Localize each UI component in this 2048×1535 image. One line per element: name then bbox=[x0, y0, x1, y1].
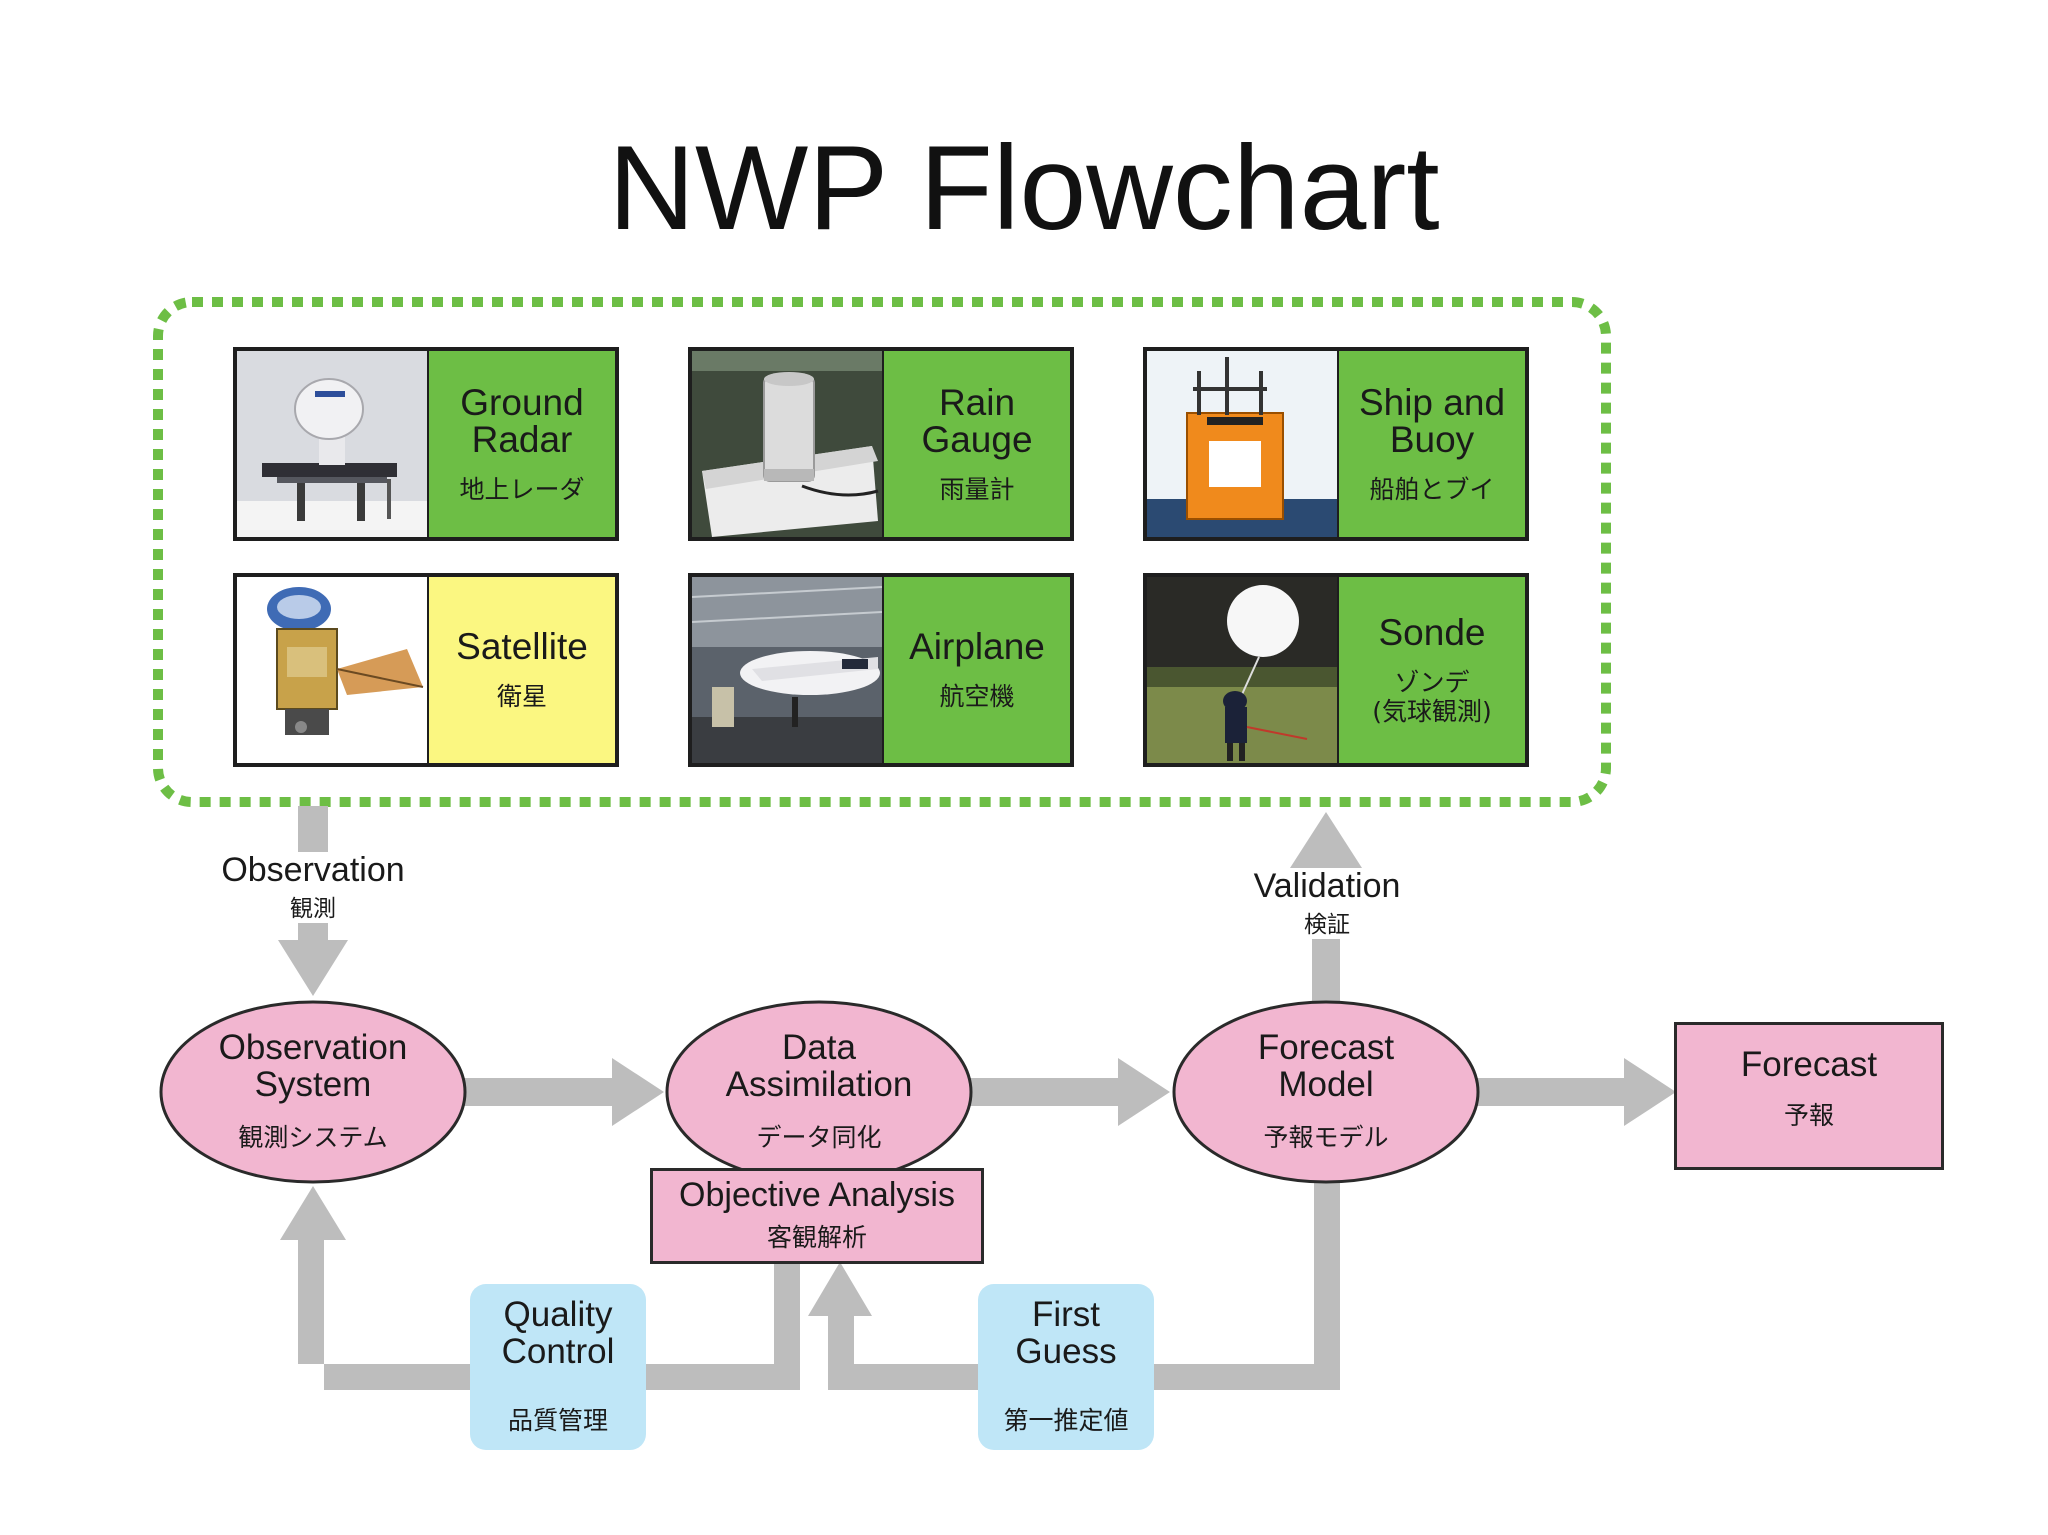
source-card-ship-buoy: Ship and Buoy 船舶とブイ bbox=[1143, 347, 1529, 541]
source-name-en: Satellite bbox=[456, 626, 588, 668]
source-label-sonde: Sonde ゾンデ (気球観測) bbox=[1339, 577, 1525, 763]
node-name-en: First Guess bbox=[1015, 1295, 1117, 1371]
source-card-airplane: Airplane 航空機 bbox=[688, 573, 1074, 767]
quality-control-node: Quality Control 品質管理 bbox=[470, 1284, 646, 1450]
source-name-ja: ゾンデ (気球観測) bbox=[1372, 667, 1492, 726]
node-name-en: Forecast Model bbox=[1257, 1028, 1395, 1104]
node-name-ja: 観測システム bbox=[238, 1122, 388, 1152]
arrow-obs-to-da bbox=[462, 1058, 664, 1126]
node-name-ja: 予報 bbox=[1783, 1100, 1834, 1130]
observation-arrow-label: Observation 観測 bbox=[208, 851, 418, 924]
observation-system-node bbox=[159, 1000, 467, 1184]
source-name-en: Ground Radar bbox=[460, 381, 584, 460]
first-guess-loop bbox=[808, 1182, 1340, 1390]
source-card-ground-radar: Ground Radar 地上レーダ bbox=[233, 347, 619, 541]
arrow-da-to-model bbox=[968, 1058, 1170, 1126]
airplane-photo bbox=[692, 577, 882, 763]
satellite-photo bbox=[237, 577, 427, 763]
node-name-en: Quality Control bbox=[501, 1295, 615, 1371]
forecast-text: Forecast 予報 bbox=[1677, 1025, 1941, 1167]
airplane-photo-image bbox=[692, 577, 882, 763]
objective-analysis-text: Objective Analysis 客観解析 bbox=[653, 1171, 981, 1261]
source-label-rain-gauge: Rain Gauge 雨量計 bbox=[884, 351, 1070, 537]
sonde-photo bbox=[1147, 577, 1337, 763]
sonde-photo-image bbox=[1147, 577, 1337, 763]
observation-label-ja: 観測 bbox=[290, 896, 336, 923]
radar-photo-image bbox=[237, 351, 427, 537]
source-name-en: Sonde bbox=[1378, 611, 1486, 653]
buoy-photo bbox=[1147, 351, 1337, 537]
source-name-ja: 衛星 bbox=[496, 682, 547, 712]
node-name-en: Forecast bbox=[1740, 1045, 1878, 1084]
sources-group-border bbox=[153, 297, 1611, 807]
observation-label-en: Observation bbox=[221, 851, 405, 889]
rain-gauge-photo bbox=[692, 351, 882, 537]
source-name-ja: 船舶とブイ bbox=[1369, 474, 1495, 504]
first-guess-text: First Guess 第一推定値 bbox=[978, 1284, 1154, 1450]
node-name-en: Observation System bbox=[218, 1028, 408, 1104]
rain-gauge-photo-image bbox=[692, 351, 882, 537]
forecast-node: Forecast 予報 bbox=[1674, 1022, 1944, 1170]
source-label-satellite: Satellite 衛星 bbox=[429, 577, 615, 763]
arrow-model-to-forecast bbox=[1475, 1058, 1676, 1126]
forecast-model-node bbox=[1172, 1000, 1480, 1184]
source-card-satellite: Satellite 衛星 bbox=[233, 573, 619, 767]
quality-control-loop bbox=[280, 1186, 800, 1390]
radar-photo bbox=[237, 351, 427, 537]
satellite-photo-image bbox=[237, 577, 427, 763]
source-name-ja: 航空機 bbox=[939, 682, 1015, 712]
node-name-ja: 予報モデル bbox=[1263, 1122, 1389, 1152]
source-label-ship-buoy: Ship and Buoy 船舶とブイ bbox=[1339, 351, 1525, 537]
forecast-model-text: Forecast Model 予報モデル bbox=[1174, 1010, 1478, 1174]
node-name-en: Data Assimilation bbox=[725, 1028, 913, 1104]
node-name-ja: 第一推定値 bbox=[1003, 1405, 1129, 1435]
validation-label-ja: 検証 bbox=[1304, 912, 1350, 939]
source-name-en: Ship and Buoy bbox=[1358, 381, 1506, 460]
buoy-photo-image bbox=[1147, 351, 1337, 537]
node-name-en: Objective Analysis bbox=[679, 1176, 955, 1215]
objective-analysis-node: Objective Analysis 客観解析 bbox=[650, 1168, 984, 1264]
source-card-rain-gauge: Rain Gauge 雨量計 bbox=[688, 347, 1074, 541]
source-name-en: Rain Gauge bbox=[921, 381, 1033, 460]
first-guess-node: First Guess 第一推定値 bbox=[978, 1284, 1154, 1450]
node-name-ja: 客観解析 bbox=[766, 1222, 867, 1252]
validation-arrow-label: Validation 検証 bbox=[1222, 867, 1432, 940]
node-name-ja: データ同化 bbox=[756, 1122, 882, 1152]
source-name-ja: 雨量計 bbox=[939, 474, 1015, 504]
source-label-airplane: Airplane 航空機 bbox=[884, 577, 1070, 763]
source-card-sonde: Sonde ゾンデ (気球観測) bbox=[1143, 573, 1529, 767]
source-name-en: Airplane bbox=[909, 626, 1045, 668]
observation-system-text: Observation System 観測システム bbox=[161, 1010, 465, 1174]
quality-control-text: Quality Control 品質管理 bbox=[470, 1284, 646, 1450]
page-title: NWP Flowchart bbox=[608, 121, 1440, 255]
source-name-ja: 地上レーダ bbox=[459, 474, 585, 504]
validation-label-en: Validation bbox=[1253, 867, 1401, 905]
source-label-ground-radar: Ground Radar 地上レーダ bbox=[429, 351, 615, 537]
data-assimilation-text: Data Assimilation データ同化 bbox=[667, 1010, 971, 1174]
node-name-ja: 品質管理 bbox=[507, 1405, 608, 1435]
